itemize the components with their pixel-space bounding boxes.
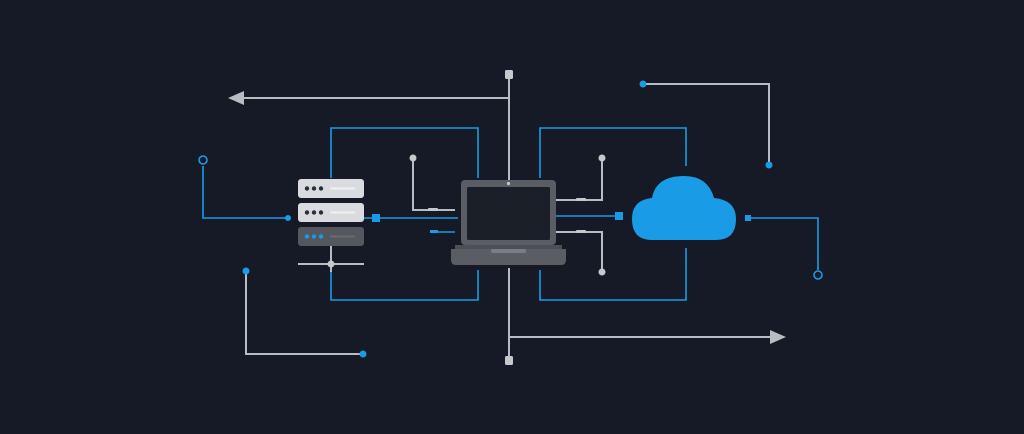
laptop-camera [506,181,511,186]
left-pin-end-lower [430,230,438,233]
server-icon [298,179,364,268]
top-right-end-dot [765,161,773,169]
top-right-start-dot [639,80,647,88]
far-right-hook [748,217,819,270]
gray-connectors [244,75,772,360]
right-pin-end-lower [576,230,586,233]
blue-connectors [202,127,819,301]
right-top-bracket [539,127,687,178]
cloud-link-square-node [615,212,623,220]
server-top-leds [304,186,324,191]
left-pin-end-upper [428,208,438,211]
left-pin-line-upper [412,158,455,211]
bottom-square-node [505,356,513,365]
server-base-node [327,260,335,268]
right-pin-line-lower [556,231,603,272]
far-left-hook-dot [285,215,291,221]
laptop-hinge-notch [491,249,526,253]
server-middle-leds [304,210,324,215]
far-left-hook [202,166,288,219]
cloud-icon [632,176,736,240]
laptop-hinge [455,245,562,249]
far-left-ring-node [198,155,208,165]
top-right-bracket-line [643,83,770,164]
far-right-hook-square [745,215,751,221]
right-pin-dot-lower [598,268,606,276]
laptop-icon [451,180,566,265]
left-bottom-bracket [330,270,479,301]
left-top-bracket [330,127,479,178]
far-right-ring-node [813,270,823,280]
gray-nodes [409,70,606,365]
laptop-base [451,249,566,265]
arrow-right-icon [770,330,786,344]
right-pin-dot-upper [598,154,606,162]
right-bottom-bracket [539,248,687,301]
right-pin-end-upper [576,198,586,201]
left-pin-dot-upper [409,154,417,162]
cloud-shape [632,176,736,240]
server-link-square-node [372,214,380,222]
server-bottom-leds [304,234,324,239]
blue-nodes [198,80,823,358]
arrow-left-icon [228,91,244,105]
bottom-left-start-dot [242,267,250,275]
right-pin-line-upper [556,158,603,201]
laptop-screen [467,187,550,240]
bottom-left-bracket-line [245,271,362,355]
top-square-node [505,70,513,79]
bottom-left-end-dot [359,350,367,358]
